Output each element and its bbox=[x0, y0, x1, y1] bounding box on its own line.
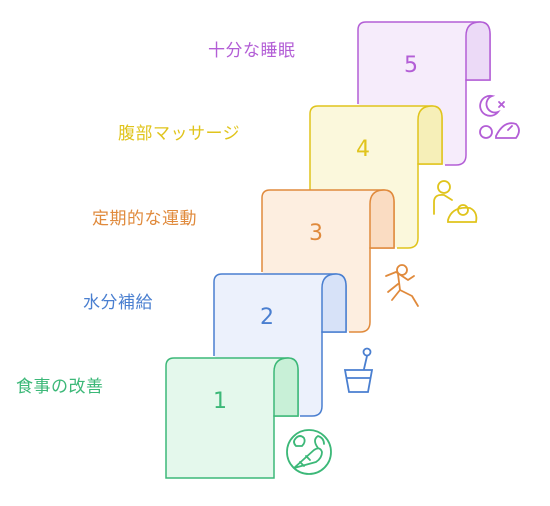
step-number-1: 1 bbox=[213, 389, 227, 414]
step-label-3: 定期的な運動 bbox=[92, 209, 197, 229]
step-5-card: 5 bbox=[357, 21, 491, 166]
step-label-5: 十分な睡眠 bbox=[208, 41, 296, 61]
step-number-5: 5 bbox=[404, 53, 418, 78]
massage-icon bbox=[433, 180, 478, 223]
step-4-card: 4 bbox=[309, 105, 443, 249]
step-label-4: 腹部マッサージ bbox=[118, 124, 241, 144]
step-label-2: 水分補給 bbox=[83, 293, 153, 313]
running-person-icon bbox=[385, 264, 419, 307]
sleep-icon bbox=[479, 94, 520, 139]
step-number-2: 2 bbox=[260, 305, 274, 330]
step-label-1: 食事の改善 bbox=[16, 377, 104, 397]
water-cup-icon bbox=[343, 347, 374, 393]
step-number-4: 4 bbox=[356, 137, 370, 162]
vegetables-icon bbox=[286, 429, 332, 475]
step-2-card: 2 bbox=[213, 273, 347, 417]
step-number-3: 3 bbox=[309, 221, 323, 246]
step-1-card: 1 bbox=[165, 357, 299, 479]
step-3-card: 3 bbox=[261, 189, 395, 333]
